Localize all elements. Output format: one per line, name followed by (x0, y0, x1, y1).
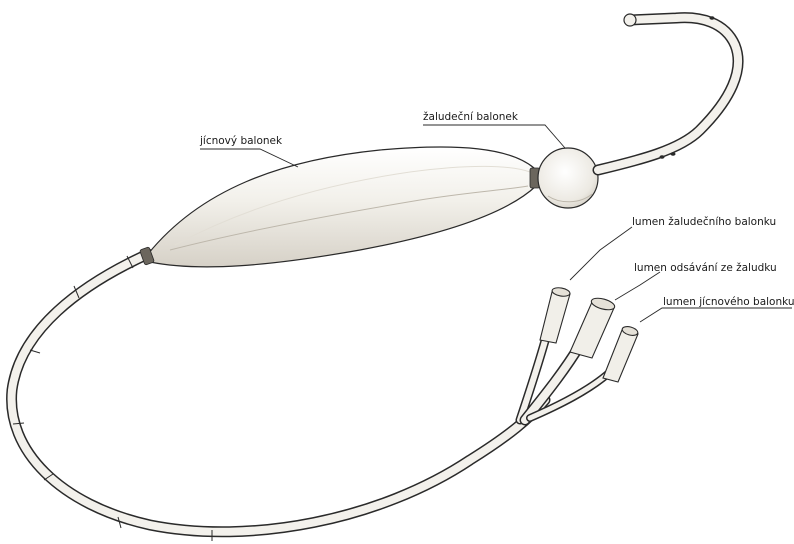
label-gastric-suction-lumen: lumen odsávání ze žaludku (634, 262, 777, 274)
label-gastric-balloon: žaludeční balonek (423, 111, 518, 123)
leader-line-gastric-balloon (423, 125, 565, 148)
leader-line-suction-lumen (615, 272, 660, 300)
leader-line-esophageal-balloon (200, 149, 298, 167)
leader-line-esophageal-balloon-lumen (640, 308, 792, 322)
label-gastric-balloon-lumen: lumen žaludečního balonku (632, 216, 776, 228)
distal-tube (598, 14, 738, 170)
label-esophageal-balloon: jícnový balonek (200, 135, 282, 147)
tube-hole (710, 16, 715, 20)
tube-marking (30, 350, 40, 353)
tube-hole (671, 152, 676, 156)
gastric-balloon (538, 148, 598, 208)
leader-line-gastric-balloon-lumen (570, 227, 632, 280)
tube-hole (660, 155, 665, 159)
esophageal-balloon (140, 147, 540, 267)
main-tube (12, 254, 545, 541)
proximal-lumens (520, 286, 639, 420)
label-esophageal-balloon-lumen: lumen jícnového balonku (663, 296, 794, 308)
